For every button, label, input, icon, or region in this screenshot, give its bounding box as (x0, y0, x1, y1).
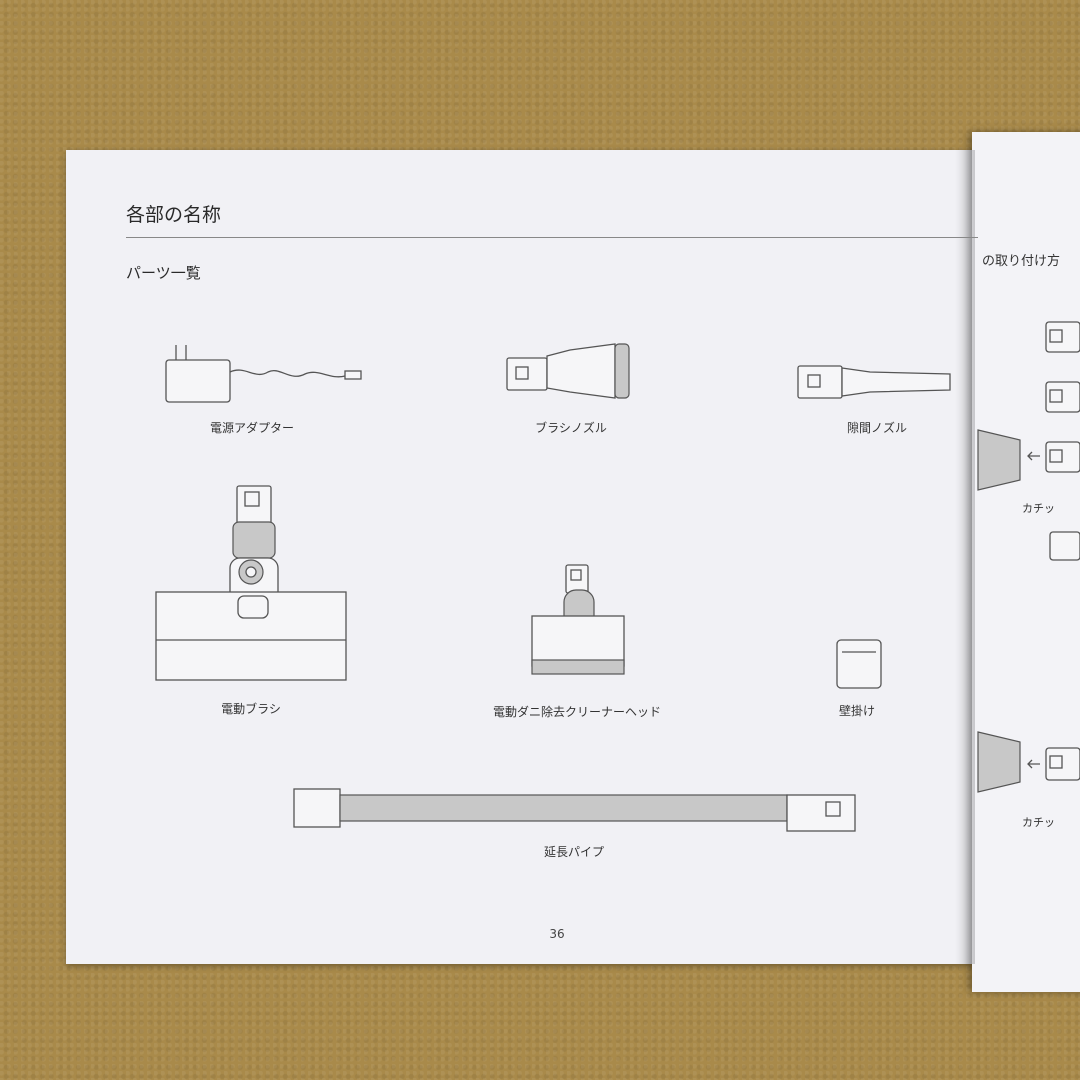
click-sound-label-1: カチッ (1022, 502, 1055, 515)
subsection-title: パーツ一覧 (126, 264, 201, 282)
wall-mount-illustration (836, 639, 882, 689)
ac-adapter-illustration (165, 345, 362, 403)
right-page-heading: の取り付け方 (982, 254, 1061, 269)
click-sound-label-2: カチッ (1022, 816, 1055, 829)
label-mite-head: 電動ダニ除去クリーナーヘッド (492, 705, 662, 719)
mite-head-illustration (531, 564, 625, 675)
power-brush-illustration (155, 485, 347, 681)
manual-right-page (972, 132, 1080, 992)
title-divider (126, 237, 978, 238)
label-crevice-nozzle: 隙間ノズル (846, 421, 908, 435)
label-brush-nozzle: ブラシノズル (535, 421, 607, 435)
label-extension-pipe: 延長パイプ (543, 845, 605, 859)
brush-nozzle-illustration (506, 343, 630, 399)
crevice-nozzle-illustration (797, 365, 951, 399)
right-page-illustrations (977, 321, 1080, 793)
label-wall-mount: 壁掛け (838, 704, 876, 718)
section-title: 各部の名称 (126, 204, 222, 226)
label-power-brush: 電動ブラシ (221, 702, 281, 716)
label-ac-adapter: 電源アダプター (209, 421, 295, 435)
page-gutter-shadow (955, 150, 975, 964)
extension-pipe-illustration (293, 788, 856, 832)
page-number: 36 (549, 927, 565, 941)
